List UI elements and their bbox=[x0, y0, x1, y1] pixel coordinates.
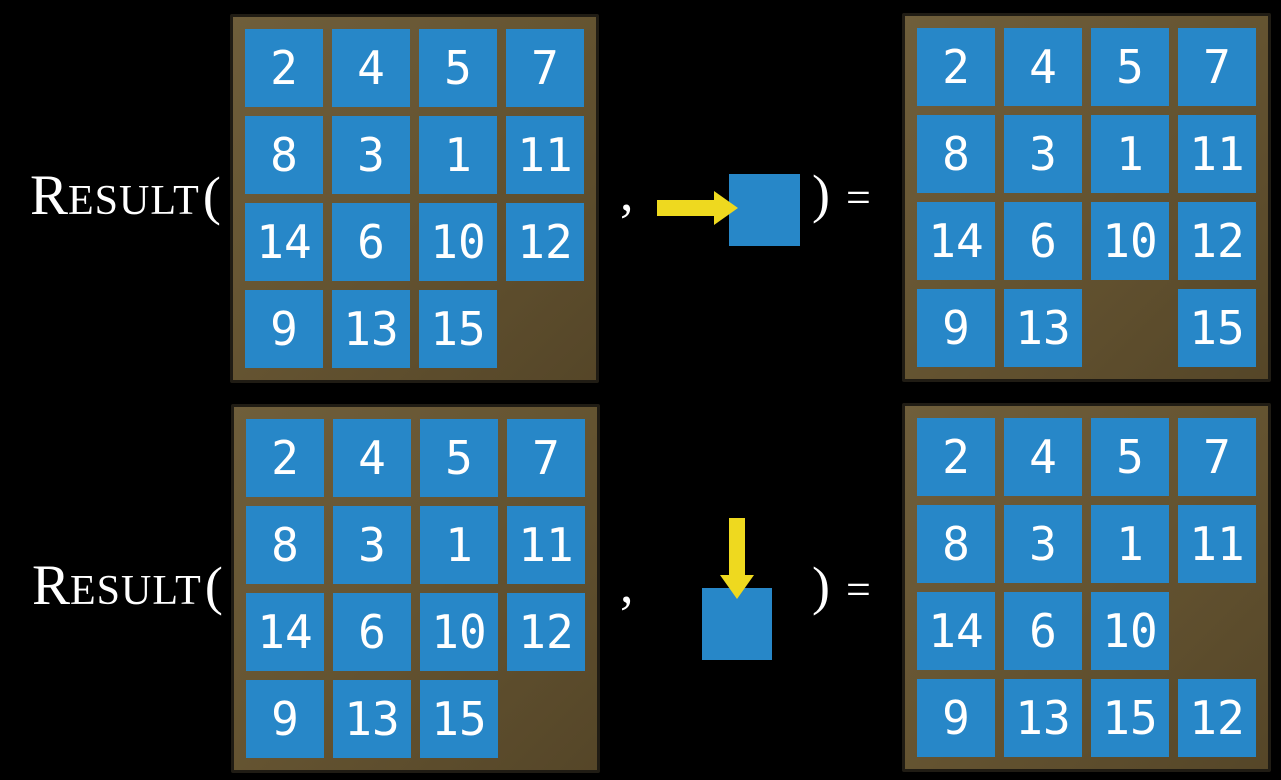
puzzle-tile: 9 bbox=[245, 290, 323, 368]
empty-cell bbox=[1091, 289, 1169, 367]
close-paren-equals: ) = bbox=[812, 167, 871, 221]
puzzle-tile: 9 bbox=[917, 679, 995, 757]
puzzle-tile: 2 bbox=[917, 418, 995, 496]
puzzle-tile: 5 bbox=[1091, 28, 1169, 106]
puzzle-tile: 14 bbox=[246, 593, 324, 671]
puzzle-tile: 6 bbox=[333, 593, 411, 671]
puzzle-tile: 3 bbox=[332, 116, 410, 194]
puzzle-tile: 13 bbox=[333, 680, 411, 758]
puzzle-tile: 11 bbox=[1178, 505, 1256, 583]
down-arrow-icon bbox=[720, 518, 754, 599]
puzzle-tile: 5 bbox=[1091, 418, 1169, 496]
puzzle-tile: 2 bbox=[246, 419, 324, 497]
result-function-label: R ESULT ( bbox=[32, 557, 223, 614]
puzzle-tile: 13 bbox=[332, 290, 410, 368]
empty-cell bbox=[507, 680, 585, 758]
puzzle-tile: 13 bbox=[1004, 289, 1082, 367]
result-label-initial: R bbox=[30, 164, 69, 227]
close-paren: ) bbox=[812, 164, 830, 224]
puzzle-tile: 1 bbox=[1091, 505, 1169, 583]
puzzle-tile: 11 bbox=[1178, 115, 1256, 193]
puzzle-tile: 15 bbox=[420, 680, 498, 758]
empty-cell bbox=[506, 290, 584, 368]
puzzle-tile: 9 bbox=[917, 289, 995, 367]
puzzle-tile: 3 bbox=[1004, 115, 1082, 193]
open-paren: ( bbox=[204, 556, 223, 616]
puzzle-tile: 12 bbox=[506, 203, 584, 281]
puzzle-tile: 2 bbox=[245, 29, 323, 107]
puzzle-tile: 1 bbox=[419, 116, 497, 194]
result-function-label: R ESULT ( bbox=[30, 167, 221, 224]
puzzle-tile: 11 bbox=[507, 506, 585, 584]
close-paren: ) bbox=[812, 556, 830, 616]
puzzle-tile: 4 bbox=[332, 29, 410, 107]
puzzle-tile: 12 bbox=[1178, 202, 1256, 280]
puzzle-tile: 8 bbox=[246, 506, 324, 584]
puzzle-tile: 9 bbox=[246, 680, 324, 758]
puzzle-tile: 4 bbox=[333, 419, 411, 497]
action-tile-square bbox=[702, 588, 772, 660]
argument-comma: , bbox=[620, 162, 634, 222]
puzzle-tile: 10 bbox=[419, 203, 497, 281]
puzzle-tile: 6 bbox=[1004, 592, 1082, 670]
open-paren: ( bbox=[202, 166, 221, 226]
puzzle-tile: 4 bbox=[1004, 418, 1082, 496]
puzzle-tile: 3 bbox=[1004, 505, 1082, 583]
puzzle-tile: 14 bbox=[917, 202, 995, 280]
puzzle-tile: 15 bbox=[1091, 679, 1169, 757]
puzzle-tile: 6 bbox=[1004, 202, 1082, 280]
puzzle-tile: 15 bbox=[1178, 289, 1256, 367]
result-label-smallcaps: ESULT bbox=[70, 568, 202, 614]
puzzle-tile: 7 bbox=[506, 29, 584, 107]
puzzle-tile: 8 bbox=[917, 505, 995, 583]
right-arrow-icon bbox=[657, 191, 738, 225]
puzzle-tile: 11 bbox=[506, 116, 584, 194]
puzzle-tile: 10 bbox=[420, 593, 498, 671]
result-label-initial: R bbox=[32, 554, 71, 617]
puzzle-tile: 15 bbox=[419, 290, 497, 368]
puzzle-tile: 12 bbox=[507, 593, 585, 671]
puzzle-tile: 1 bbox=[420, 506, 498, 584]
close-paren-equals: ) = bbox=[812, 559, 871, 613]
argument-comma: , bbox=[620, 554, 634, 614]
puzzle-tile: 6 bbox=[332, 203, 410, 281]
puzzle-tile: 10 bbox=[1091, 202, 1169, 280]
puzzle-tile: 3 bbox=[333, 506, 411, 584]
puzzle-tile: 14 bbox=[917, 592, 995, 670]
puzzle-tile: 5 bbox=[420, 419, 498, 497]
puzzle-tile: 1 bbox=[1091, 115, 1169, 193]
puzzle-tile: 8 bbox=[917, 115, 995, 193]
puzzle-tile: 13 bbox=[1004, 679, 1082, 757]
puzzle-tile: 7 bbox=[1178, 28, 1256, 106]
equals-sign: = bbox=[845, 173, 871, 222]
puzzle-tile: 2 bbox=[917, 28, 995, 106]
puzzle-tile: 7 bbox=[1178, 418, 1256, 496]
equals-sign: = bbox=[845, 565, 871, 614]
puzzle-tile: 10 bbox=[1091, 592, 1169, 670]
result-label-smallcaps: ESULT bbox=[68, 178, 200, 224]
puzzle-tile: 4 bbox=[1004, 28, 1082, 106]
empty-cell bbox=[1178, 592, 1256, 670]
puzzle-tile: 12 bbox=[1178, 679, 1256, 757]
puzzle-tile: 7 bbox=[507, 419, 585, 497]
puzzle-tile: 8 bbox=[245, 116, 323, 194]
puzzle-tile: 14 bbox=[245, 203, 323, 281]
puzzle-tile: 5 bbox=[419, 29, 497, 107]
action-tile-square bbox=[729, 174, 800, 246]
